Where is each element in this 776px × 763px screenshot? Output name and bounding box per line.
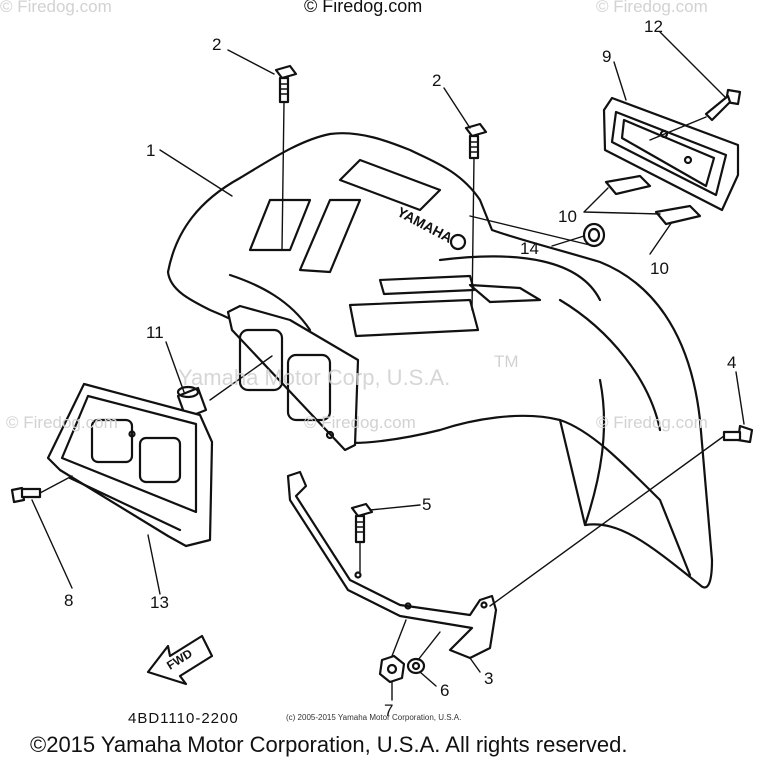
fwd-arrow: FWD [146, 634, 214, 686]
footer-copyright: ©2015 Yamaha Motor Corporation, U.S.A. A… [30, 732, 627, 757]
callout-8: 8 [64, 591, 73, 610]
watermark-mid-left: © Firedog.com [6, 413, 118, 432]
bolt-12 [704, 88, 742, 122]
watermark-mid-center: © Firedog.com [304, 413, 416, 432]
stay-bracket [286, 470, 498, 660]
watermark-center-tm: TM [494, 352, 519, 371]
bolt-5 [350, 502, 374, 544]
pads [604, 174, 702, 226]
callout-4: 4 [727, 353, 736, 372]
light-box [602, 96, 740, 212]
bolt-8 [10, 486, 42, 504]
leader-lines [31, 31, 745, 701]
headlight-bezel [46, 382, 214, 548]
bolt-4 [722, 424, 754, 444]
bolts [10, 64, 754, 544]
washer [406, 657, 426, 675]
headlight-housing [226, 304, 360, 452]
callout-2b: 2 [432, 71, 441, 90]
callout-13: 13 [150, 593, 169, 612]
watermark-top-left: © Firedog.com [0, 0, 112, 16]
callout-7: 7 [384, 701, 393, 720]
watermark-mid-right: © Firedog.com [596, 413, 708, 432]
callout-12: 12 [644, 17, 663, 36]
watermark-top-right: © Firedog.com [596, 0, 708, 16]
callout-9: 9 [602, 47, 611, 66]
callout-3: 3 [484, 669, 493, 688]
callout-14: 14 [520, 239, 539, 258]
callout-6: 6 [440, 681, 449, 700]
callout-5: 5 [422, 495, 431, 514]
bolt-2a [274, 64, 298, 104]
callout-10a: 10 [558, 207, 577, 226]
callout-2a: 2 [212, 35, 221, 54]
callout-1: 1 [146, 141, 155, 160]
front-fender: YAMAHA [166, 132, 714, 589]
diagram-code: 4BD1110-2200 [128, 710, 239, 727]
nut [378, 654, 406, 684]
small-copyright: (c) 2005-2015 Yamaha Motor Corporation, … [286, 713, 461, 722]
grommet [582, 222, 606, 248]
watermark-top-center: © Firedog.com [304, 0, 422, 16]
watermark-center: Yamaha Motor Corp, U.S.A. [178, 365, 450, 390]
callout-11: 11 [146, 323, 164, 342]
callout-10b: 10 [650, 259, 669, 278]
bolt-2b [464, 122, 488, 160]
